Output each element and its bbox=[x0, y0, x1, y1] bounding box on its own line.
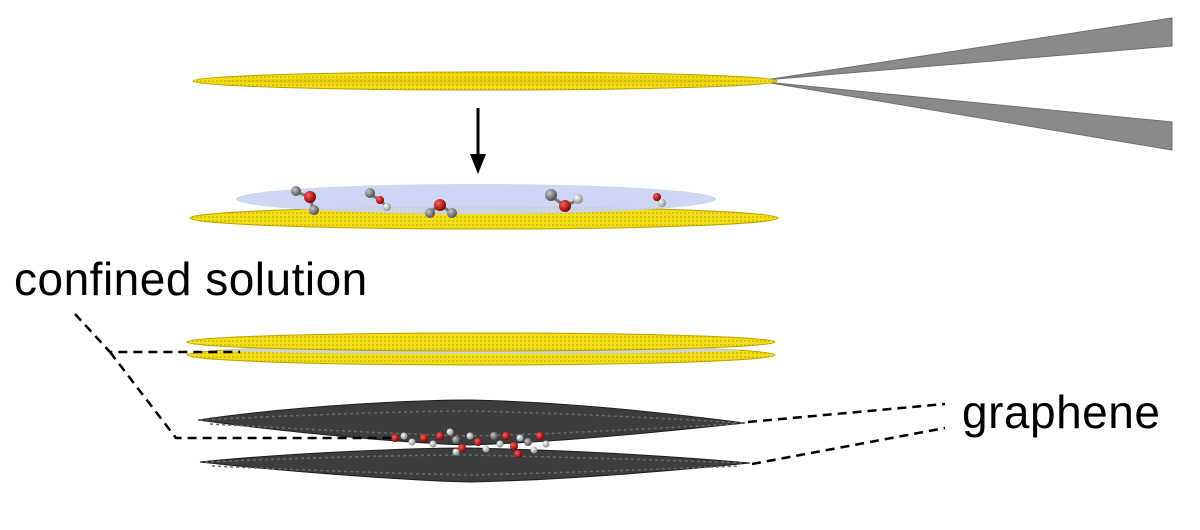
graphene-label: graphene bbox=[962, 386, 1161, 438]
water-molecule-icon bbox=[365, 188, 391, 211]
water-molecule-icon bbox=[425, 199, 457, 218]
confined-molecules bbox=[391, 428, 550, 458]
tweezers-icon bbox=[764, 17, 1173, 151]
gold-sheet-top bbox=[192, 71, 778, 91]
confined-solution-label: confined solution bbox=[14, 253, 368, 305]
leader-lines-graphene bbox=[747, 402, 946, 466]
water-molecule-icon bbox=[653, 193, 666, 207]
water-molecule-icon bbox=[291, 186, 319, 215]
gold-sheets-stacked bbox=[186, 332, 776, 366]
water-molecule-icon bbox=[545, 189, 583, 212]
down-arrow-icon bbox=[470, 108, 486, 174]
gold-sheet-with-solution bbox=[189, 184, 779, 230]
leader-lines-confined bbox=[74, 313, 395, 440]
graphene-sheet-icon bbox=[199, 447, 751, 483]
